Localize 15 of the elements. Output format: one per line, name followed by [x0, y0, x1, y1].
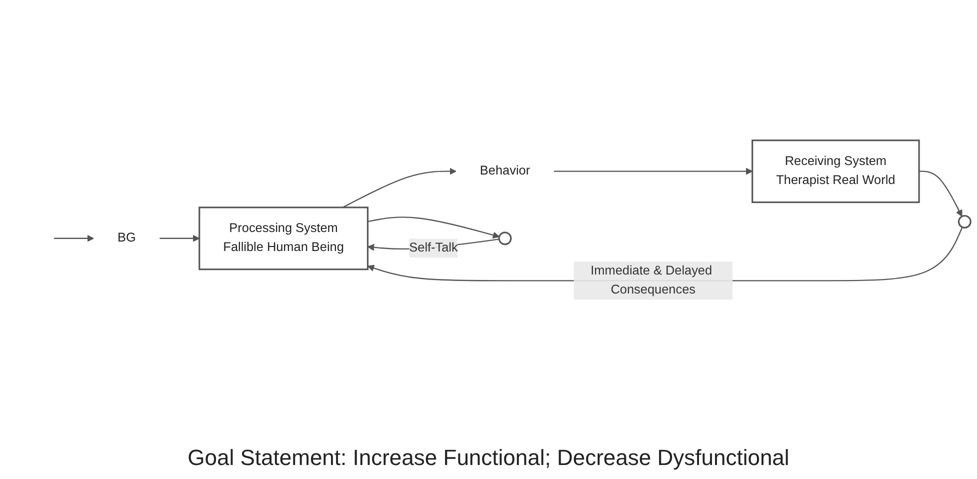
arrow — [54, 235, 94, 242]
edge-label: Self-Talk — [409, 241, 458, 255]
node-box: Processing System Fallible Human Being — [198, 207, 369, 271]
caption: Goal Statement: Increase Functional; Decrease Dysfunctional — [188, 444, 790, 472]
node-box: Receiving System Therapist Real World — [752, 140, 920, 204]
arrow — [160, 235, 200, 242]
edge-label: Immediate & Delayed Consequences — [590, 264, 712, 298]
arrow — [368, 217, 500, 239]
node-circle — [498, 232, 512, 246]
arrow — [554, 168, 753, 176]
node-circle — [958, 215, 972, 229]
arrow — [919, 171, 962, 218]
node-text: BG — [118, 232, 136, 246]
arrow — [342, 168, 456, 208]
node-text: Behavior — [480, 164, 530, 178]
